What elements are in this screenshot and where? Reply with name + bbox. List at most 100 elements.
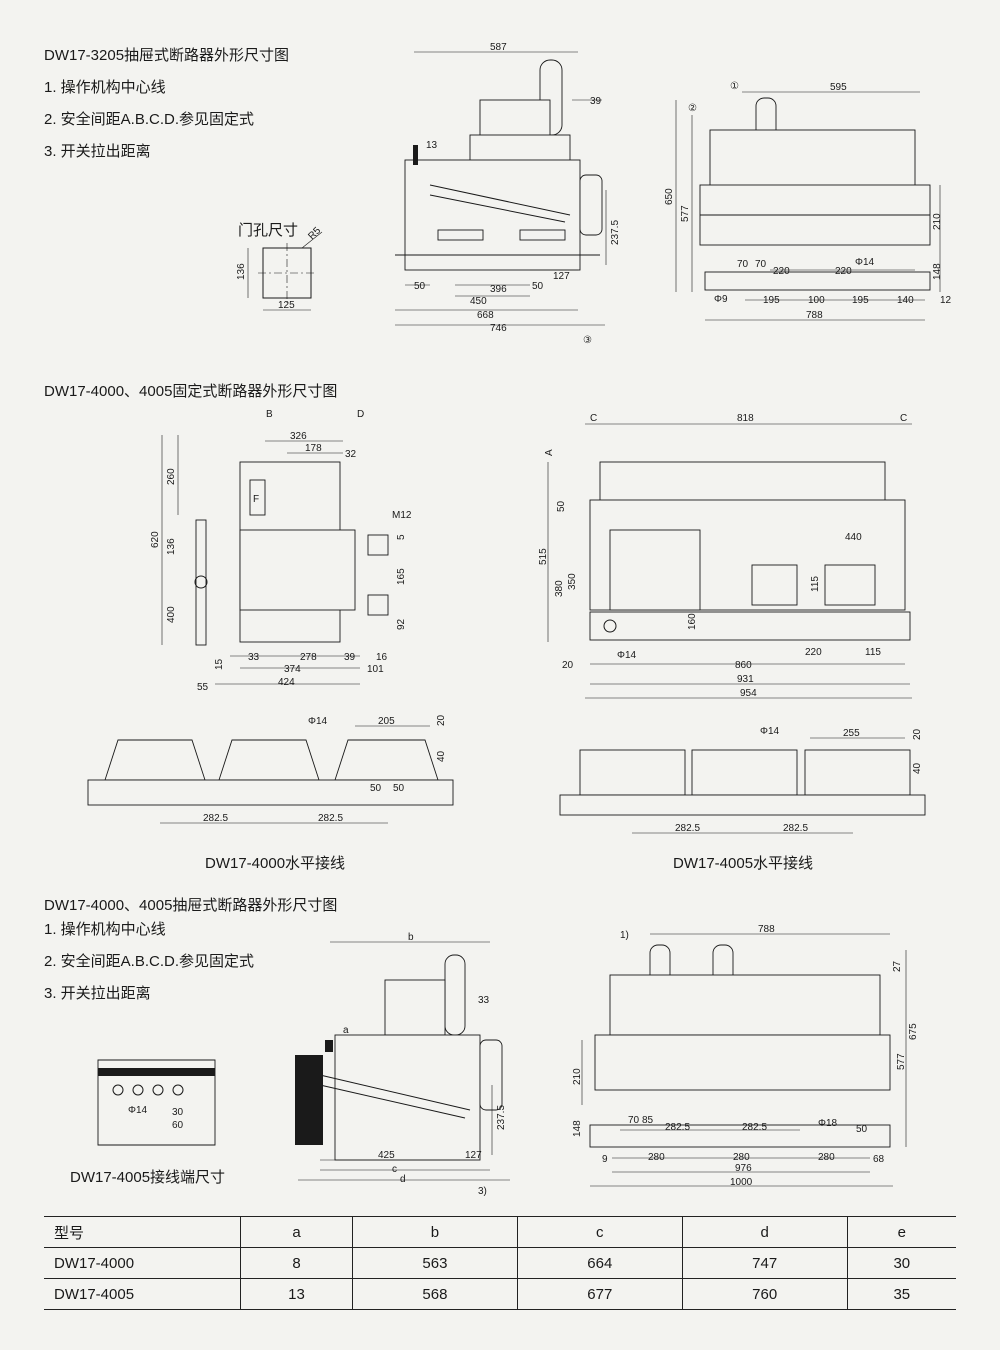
s1-side-view: 587 39 13 237.5 50 396 50 127 450 668 74… (395, 42, 621, 346)
dim: 115 (865, 647, 881, 658)
dim: Φ18 (818, 1118, 838, 1129)
dim: 280 (818, 1152, 835, 1163)
table-header: a (239, 1216, 353, 1248)
dim: Φ14 (617, 650, 637, 661)
table-row: DW17-4005 13 568 677 760 35 (44, 1278, 956, 1310)
dim: 20 (912, 728, 923, 740)
dim: 195 (763, 295, 780, 306)
dim: 255 (843, 728, 860, 739)
door-hole-w: 125 (278, 300, 295, 311)
dim: 931 (737, 674, 754, 685)
dim: B (266, 409, 273, 420)
table-cell: 8 (239, 1247, 353, 1279)
dim: 50 (393, 783, 405, 794)
dim: 675 (908, 1023, 919, 1040)
dim: 50 (856, 1124, 868, 1135)
dim: 440 (845, 532, 862, 543)
dim: 595 (830, 82, 847, 93)
table-cell: 35 (846, 1278, 956, 1310)
table-header: d (681, 1216, 848, 1248)
dim: 668 (477, 310, 494, 321)
table-row: DW17-4000 8 563 664 747 30 (44, 1247, 956, 1279)
s2-side-view: B D 326 178 32 F 620 260 136 400 M12 5 1… (150, 409, 412, 693)
dim: 20 (436, 714, 447, 726)
dim: 282.5 (665, 1122, 690, 1133)
dim: 788 (806, 310, 823, 321)
section3-title: DW17-4000、4005抽屉式断路器外形尺寸图 (44, 897, 338, 914)
dim: Φ14 (308, 716, 328, 727)
dim: 85 (642, 1115, 654, 1126)
dim: 27 (892, 960, 903, 972)
s3-side-view: b a 33 237.5 425 127 c d 3) (295, 932, 510, 1197)
s3-front-view: 1) 788 27 675 577 210 148 70 85 282.5 28… (572, 924, 919, 1188)
door-hole-r: R5 (306, 225, 323, 242)
dim: Φ14 (760, 726, 780, 737)
dim: 515 (538, 548, 549, 565)
dim: 860 (735, 660, 752, 671)
dim: Φ14 (855, 257, 875, 268)
dim: 178 (305, 443, 322, 454)
dim: 380 (554, 580, 565, 597)
dim: 39 (590, 96, 602, 107)
dim: 195 (852, 295, 869, 306)
dim: 3) (478, 1186, 487, 1197)
dim: C (590, 413, 597, 424)
h4005-drawing: Φ14 255 20 40 282.5 282.5 (559, 726, 926, 834)
dim: 282.5 (318, 813, 343, 824)
dim: F (253, 494, 259, 505)
note-1: 1. 操作机构中心线 (44, 79, 166, 96)
table-cell: 568 (352, 1278, 518, 1310)
dim: 50 (414, 281, 426, 292)
dim: 954 (740, 688, 757, 699)
dim: 577 (680, 205, 691, 222)
dim: 50 (370, 783, 382, 794)
dim: 282.5 (675, 823, 700, 834)
dim: a (343, 1025, 349, 1036)
table-cell: DW17-4000 (44, 1247, 241, 1279)
note-1: 1. 操作机构中心线 (44, 921, 166, 938)
dim: 5 (396, 534, 407, 540)
dim: D (357, 409, 364, 420)
dim: 1000 (730, 1177, 753, 1188)
dim: 976 (735, 1163, 752, 1174)
dim: 450 (470, 296, 487, 307)
dim: 280 (648, 1152, 665, 1163)
dim: 350 (567, 573, 578, 590)
dim: 70 (755, 259, 767, 270)
dim: 115 (810, 576, 821, 592)
dim: 39 (344, 652, 356, 663)
door-hole-h: 136 (236, 263, 247, 280)
dim: 60 (172, 1120, 184, 1131)
dim: 400 (166, 606, 177, 623)
table-cell: DW17-4005 (44, 1278, 241, 1310)
dim: 205 (378, 716, 395, 727)
table-header: e (846, 1216, 956, 1248)
dim: 282.5 (783, 823, 808, 834)
dim: 148 (572, 1120, 583, 1137)
spec-table: 型号 a b c d e DW17-4000 8 563 664 747 30 … (44, 1216, 956, 1310)
caption-4005-horizontal: DW17-4005水平接线 (673, 855, 814, 872)
dim: 136 (166, 538, 177, 555)
dim: 20 (562, 660, 574, 671)
dim: 396 (490, 284, 507, 295)
table-cell: 563 (352, 1247, 518, 1279)
dim: A (544, 449, 555, 456)
dim: 140 (897, 295, 914, 306)
dim: ② (688, 103, 697, 114)
dim: 165 (396, 568, 407, 585)
dim: 127 (553, 271, 570, 282)
dim: 16 (376, 652, 388, 663)
table-cell: 664 (516, 1247, 683, 1279)
table-header-row: 型号 a b c d e (44, 1216, 956, 1248)
door-hole-drawing: 门孔尺寸 R5 136 125 (236, 222, 323, 311)
dim: 9 (602, 1154, 608, 1165)
dim: 577 (896, 1053, 907, 1070)
dim: 12 (940, 295, 952, 306)
dim: 788 (758, 924, 775, 935)
section1-title: DW17-3205抽屉式断路器外形尺寸图 (44, 47, 290, 64)
dim: 100 (808, 295, 825, 306)
table-cell: 30 (846, 1247, 956, 1279)
dim: Φ9 (714, 294, 728, 305)
dim: 587 (490, 42, 507, 53)
note-2: 2. 安全间距A.B.C.D.参见固定式 (44, 111, 255, 128)
